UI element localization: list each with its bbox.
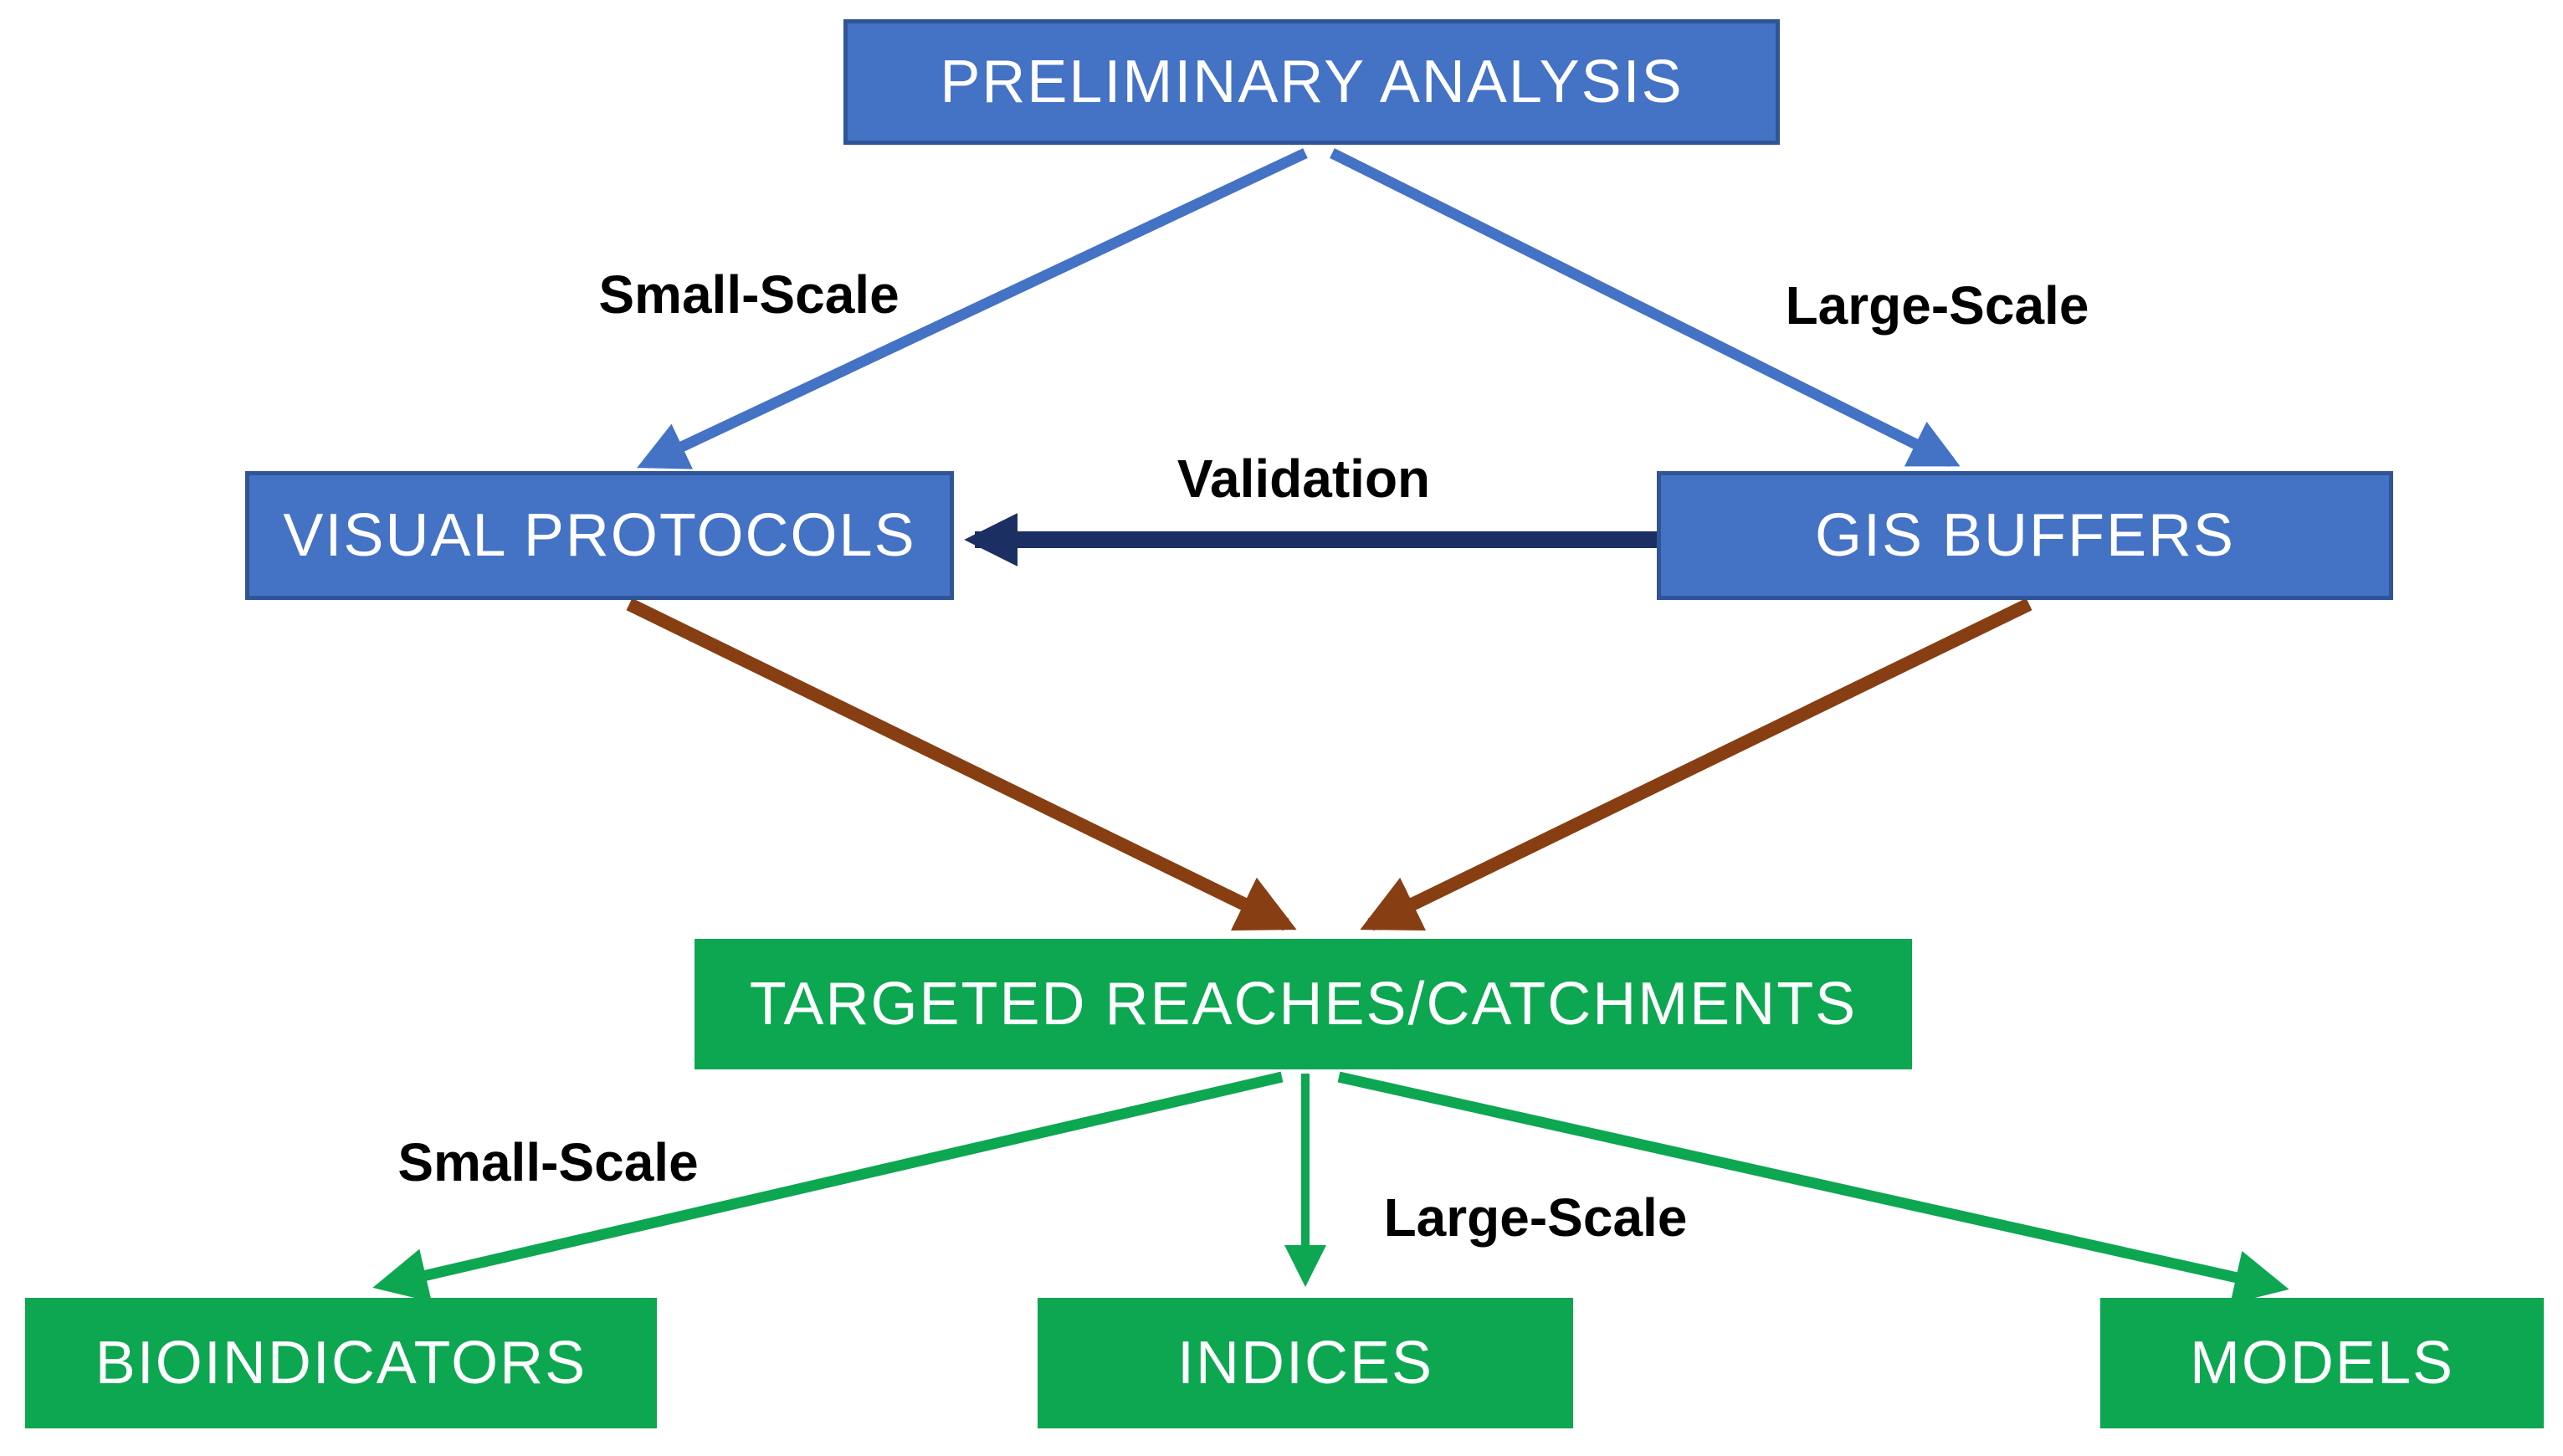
- node-preliminary-analysis-label: PRELIMINARY ANALYSIS: [940, 49, 1684, 115]
- edge-gis-buffers-to-targeted: [1360, 597, 2032, 931]
- node-gis-buffers: GIS BUFFERS: [1657, 471, 2393, 600]
- edge-targeted-to-models: [1337, 1071, 2289, 1305]
- edge-targeted-to-bioindicators: [372, 1071, 1284, 1302]
- node-gis-buffers-label: GIS BUFFERS: [1814, 502, 2236, 569]
- node-models-label: MODELS: [2189, 1330, 2455, 1397]
- node-indices: INDICES: [1038, 1298, 1573, 1428]
- edge-preliminary-to-visual-protocols: [637, 148, 1308, 469]
- node-preliminary-analysis: PRELIMINARY ANALYSIS: [843, 19, 1780, 145]
- node-bioindicators-label: BIOINDICATORS: [95, 1330, 587, 1397]
- edge-label-validation: Validation: [1176, 449, 1431, 509]
- node-indices-label: INDICES: [1176, 1330, 1434, 1397]
- edge-visual-protocols-to-targeted: [626, 597, 1297, 931]
- node-targeted-reaches-catchments-label: TARGETED REACHES/CATCHMENTS: [749, 971, 1858, 1038]
- node-visual-protocols-label: VISUAL PROTOCOLS: [283, 502, 916, 569]
- node-bioindicators: BIOINDICATORS: [25, 1298, 657, 1428]
- node-visual-protocols: VISUAL PROTOCOLS: [245, 471, 954, 600]
- edge-label-small-scale-bottom: Small-Scale: [397, 1132, 699, 1192]
- edge-label-large-scale-bottom: Large-Scale: [1383, 1187, 1688, 1248]
- node-targeted-reaches-catchments: TARGETED REACHES/CATCHMENTS: [695, 939, 1912, 1069]
- node-models: MODELS: [2100, 1298, 2544, 1428]
- edge-label-small-scale-top: Small-Scale: [598, 264, 900, 325]
- edge-preliminary-to-gis-buffers: [1330, 148, 1961, 467]
- edge-label-large-scale-top: Large-Scale: [1785, 275, 2089, 336]
